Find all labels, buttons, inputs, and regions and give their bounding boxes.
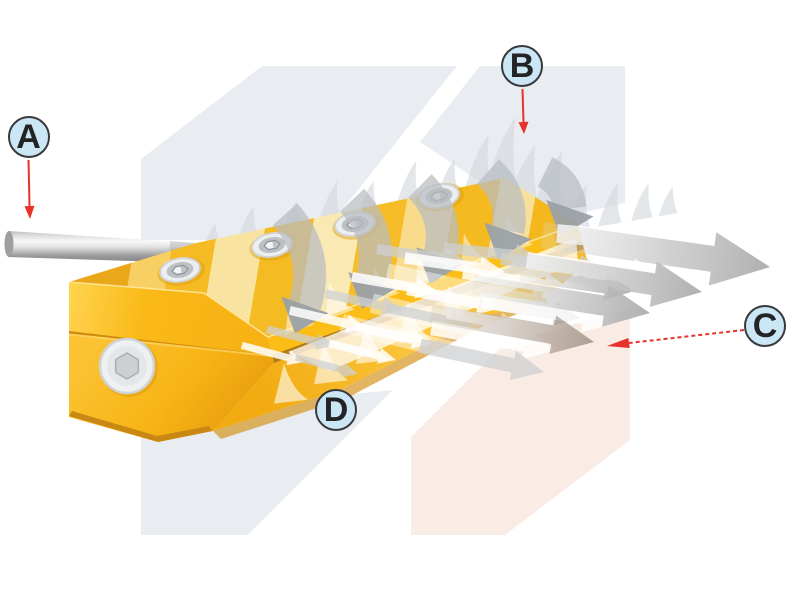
callout-a: A [7, 116, 50, 158]
callout-d: D [315, 389, 357, 431]
exit-arrow [240, 341, 304, 366]
exit-arrow [418, 338, 544, 380]
callout-letter: A [16, 117, 41, 156]
band-lower-right [411, 308, 630, 535]
pointer-head [518, 121, 529, 134]
pointer-arrows [24, 88, 745, 348]
ribbon-body [339, 188, 392, 285]
exit-arrow [540, 222, 770, 286]
screw-hex-shadow [180, 265, 188, 274]
body-upper-front [69, 282, 272, 355]
hex-socket-screw [157, 256, 206, 286]
exit-arrow [354, 322, 432, 349]
callout-letter: B [509, 46, 535, 85]
screw-hex-shadow [272, 240, 280, 249]
ribbon-body [476, 159, 526, 234]
rod-end-cap [4, 231, 14, 257]
curved-intake-arrows [272, 157, 594, 334]
pointer-line [27, 159, 31, 207]
callout-letter: D [323, 390, 349, 429]
pointer-head [24, 205, 35, 219]
exit-arrow [324, 289, 402, 315]
exit-arrow [429, 303, 594, 354]
ribbon-body [407, 174, 459, 260]
exit-arrow [328, 339, 396, 364]
exit-arrow [430, 320, 556, 360]
exit-arrow [406, 284, 502, 315]
pointer-arrow-c [607, 329, 745, 348]
pointer-arrow-a [24, 159, 35, 219]
exit-arrow [288, 306, 366, 333]
ribbon-body [536, 157, 587, 211]
exit-arrow [266, 325, 334, 350]
exit-arrow [471, 274, 650, 327]
pointer-head [607, 338, 630, 348]
under-spike-shape [274, 285, 473, 404]
under-air-spikes [274, 285, 473, 404]
exit-arrow [294, 353, 358, 378]
callout-letter: C [752, 306, 778, 345]
rod-body [8, 231, 196, 263]
ribbon-body [272, 203, 327, 310]
exit-flow-arrows [240, 222, 770, 380]
callout-c: C [744, 305, 786, 347]
pointer-line [628, 329, 745, 344]
front-screw-hex-socket [114, 352, 140, 380]
pointer-line [521, 88, 525, 123]
exit-arrow [480, 292, 618, 333]
pointer-arrow-b [518, 88, 529, 134]
band-upper-left [141, 66, 457, 240]
screw-rim [159, 257, 201, 283]
front-screw-rim [98, 337, 156, 395]
exit-arrow [507, 250, 702, 307]
front-hex-screw [98, 337, 158, 397]
body-bottom-edge [69, 411, 212, 442]
callout-b: B [501, 45, 543, 87]
